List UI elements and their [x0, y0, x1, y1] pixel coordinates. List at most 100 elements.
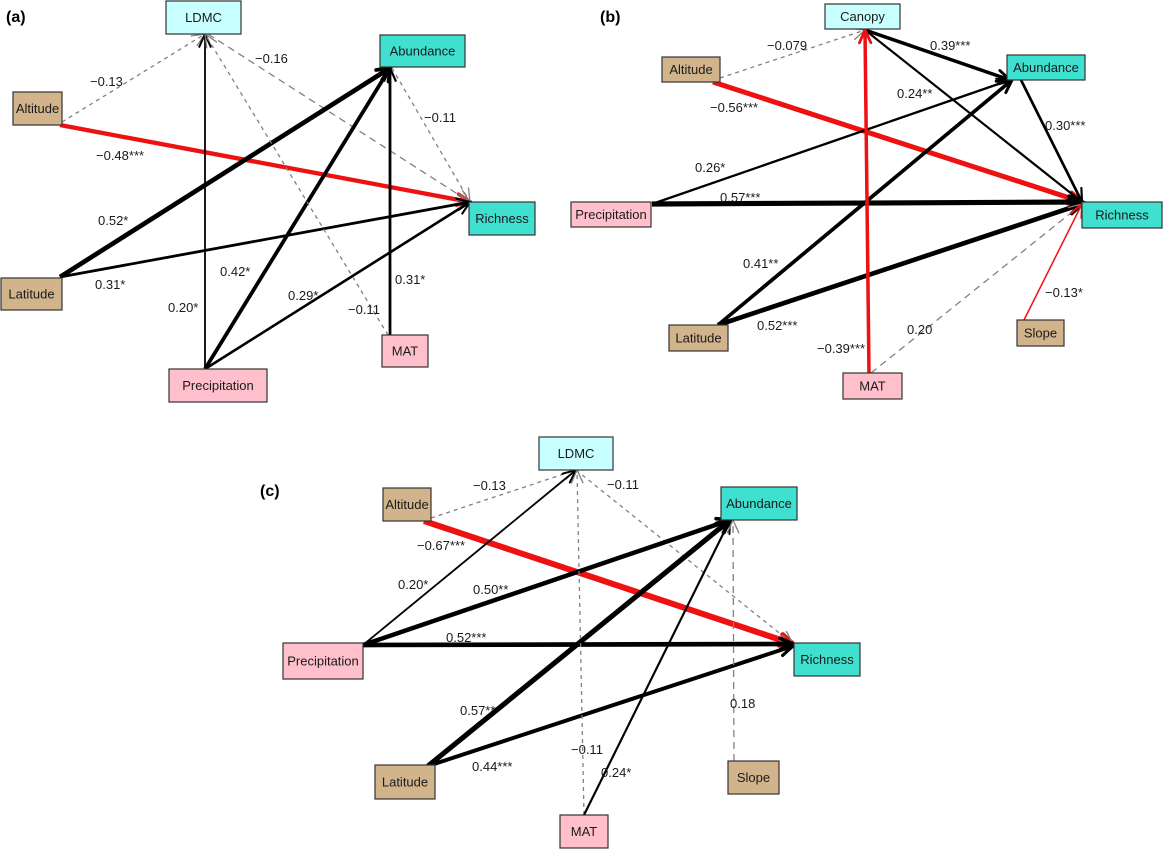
path-line	[58, 66, 392, 279]
edge-label-a-precipitation-to-abundance: 0.42*	[220, 264, 250, 279]
path-line	[207, 33, 471, 203]
node-label: Latitude	[675, 331, 721, 346]
path-line	[864, 28, 1011, 82]
path-line	[427, 644, 794, 768]
path-line	[391, 67, 471, 203]
node-label: Altitude	[16, 101, 59, 116]
node-box	[570, 201, 652, 228]
edge-b-altitude-to-canopy	[719, 27, 867, 79]
node-box	[727, 760, 780, 795]
arrowhead-icon	[858, 26, 873, 45]
edge-label-c-precipitation-to-abundance: 0.50**	[473, 582, 508, 597]
edge-label-a-ldmc-to-richness: −0.16	[255, 51, 288, 66]
node-label: Richness	[475, 211, 529, 226]
node-label: Altitude	[669, 62, 712, 77]
node-a-mat: MAT	[381, 334, 429, 368]
path-line	[1023, 203, 1083, 321]
node-box	[842, 372, 903, 400]
node-label: MAT	[392, 344, 419, 359]
node-box	[382, 487, 432, 522]
arrowhead-icon	[383, 65, 397, 82]
node-a-richness: Richness	[468, 201, 536, 236]
path-line	[863, 29, 871, 374]
node-label: Latitude	[382, 775, 428, 790]
node-box	[720, 486, 798, 521]
edge-label-a-altitude-to-ldmc: −0.13	[90, 74, 123, 89]
node-c-precipitation: Precipitation	[282, 642, 364, 680]
node-label: MAT	[859, 379, 886, 394]
node-a-ldmc: LDMC	[165, 0, 242, 35]
node-label: Slope	[737, 770, 770, 785]
path-line	[719, 29, 866, 79]
node-b-altitude: Altitude	[661, 56, 721, 83]
path-line	[716, 78, 1014, 327]
edge-label-a-precipitation-to-richness: 0.29*	[288, 288, 318, 303]
node-a-abundance: Abundance	[379, 34, 466, 68]
path-line	[203, 67, 392, 370]
node-box	[538, 436, 614, 471]
path-line	[204, 200, 471, 371]
path-line	[59, 122, 471, 205]
path-line	[576, 469, 585, 816]
edge-label-b-mat-to-richness: 0.20	[907, 322, 932, 337]
node-box	[668, 324, 729, 352]
node-c-richness: Richness	[793, 642, 861, 677]
panel-label-a: (a)	[6, 9, 26, 26]
path-line	[870, 203, 1083, 374]
edge-label-c-slope-to-abundance: 0.18	[730, 696, 755, 711]
node-label: Abundance	[390, 44, 456, 59]
node-a-altitude: Altitude	[12, 91, 63, 126]
path-line	[651, 78, 1011, 206]
node-label: MAT	[571, 824, 598, 839]
path-line	[362, 469, 577, 646]
path-line	[732, 519, 735, 762]
edge-label-c-mat-to-ldmc: −0.11	[571, 742, 603, 757]
edge-a-precipitation-to-abundance	[203, 64, 392, 370]
node-box	[824, 3, 901, 30]
edge-b-mat-to-canopy	[858, 26, 873, 374]
edge-c-latitude-to-richness	[427, 642, 797, 768]
node-box	[381, 334, 429, 368]
edges-layer	[58, 26, 1088, 816]
node-label: Altitude	[385, 497, 428, 512]
edge-label-b-canopy-to-abundance: 0.39***	[930, 38, 970, 53]
node-box	[165, 0, 242, 35]
edge-label-a-mat-to-ldmc: −0.11	[348, 302, 380, 317]
node-c-ldmc: LDMC	[538, 436, 614, 471]
node-b-latitude: Latitude	[668, 324, 729, 352]
node-box	[793, 642, 861, 677]
path-line	[717, 201, 1083, 328]
edge-label-c-altitude-to-ldmc: −0.13	[473, 478, 506, 493]
edge-label-a-latitude-to-abundance: 0.52*	[98, 213, 128, 228]
edge-a-altitude-to-ldmc	[61, 33, 207, 123]
node-b-canopy: Canopy	[824, 3, 901, 30]
node-b-abundance: Abundance	[1006, 54, 1086, 81]
path-line	[864, 29, 1083, 203]
node-a-precipitation: Precipitation	[168, 368, 268, 403]
edge-label-a-latitude-to-richness: 0.31*	[95, 277, 125, 292]
node-box	[468, 201, 536, 236]
path-line	[712, 79, 1083, 205]
edge-a-abundance-to-richness	[391, 67, 471, 204]
node-label: Abundance	[1013, 60, 1079, 75]
edge-label-b-latitude-to-abundance: 0.41**	[743, 256, 778, 271]
node-box	[282, 642, 364, 680]
node-box	[168, 368, 268, 403]
edge-label-c-precipitation-to-ldmc: 0.20*	[398, 577, 428, 592]
edge-label-c-altitude-to-richness: −0.67***	[417, 538, 465, 553]
node-c-mat: MAT	[559, 814, 609, 849]
path-line	[59, 200, 471, 279]
node-label: Slope	[1024, 326, 1057, 341]
path-line	[423, 518, 794, 647]
arrowhead-icon	[777, 642, 797, 657]
edge-label-b-precipitation-to-richness: 0.57***	[720, 190, 760, 205]
edge-label-c-mat-to-abundance: 0.24*	[601, 765, 631, 780]
node-label: Latitude	[8, 287, 54, 302]
edge-label-b-mat-to-canopy: −0.39***	[817, 341, 865, 356]
panel-label-b: (b)	[600, 9, 620, 26]
node-c-altitude: Altitude	[382, 487, 432, 522]
path-line	[61, 33, 206, 123]
edge-labels-layer: −0.13−0.48***−0.16−0.110.52*0.31*0.20*0.…	[90, 38, 1085, 780]
node-box	[0, 277, 63, 311]
node-box	[374, 764, 436, 800]
